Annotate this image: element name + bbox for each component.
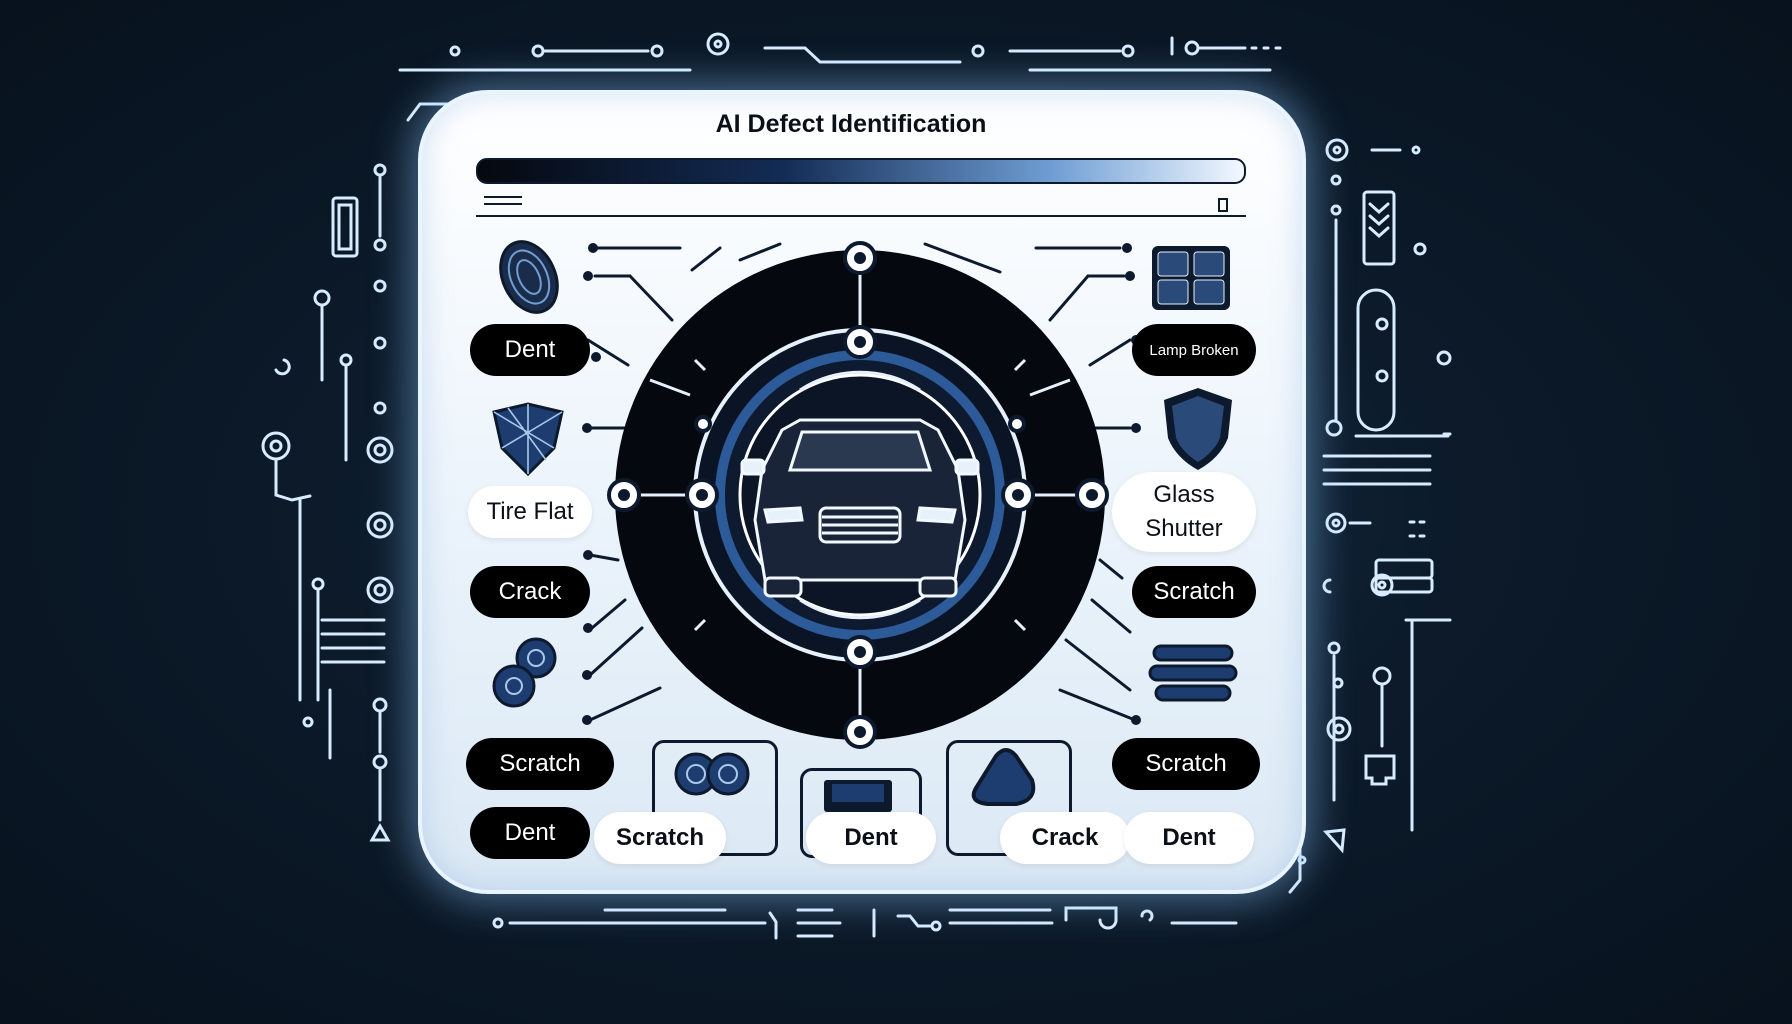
label-crack-bottom[interactable]: Crack (1000, 812, 1130, 864)
label-dent-bottom-right[interactable]: Dent (1124, 812, 1254, 864)
progress-bar (476, 158, 1246, 184)
shield-icon (1164, 388, 1232, 470)
window-resize-icon[interactable] (1218, 198, 1228, 212)
stacked-layers-icon (1148, 644, 1238, 702)
car-scanner-diagram (582, 241, 1141, 749)
grid-lamp-icon (1152, 246, 1230, 310)
label-scratch-bottom[interactable]: Scratch (594, 812, 726, 864)
label-glass-shutter-line2: Shutter (1145, 515, 1223, 542)
panel-icon (824, 780, 892, 812)
label-dent-bottom[interactable]: Dent (806, 812, 936, 864)
car-icon (740, 418, 980, 598)
page-title: AI Defect Identification (715, 110, 987, 138)
label-glass-shutter-line1: Glass (1153, 481, 1215, 508)
label-dent[interactable]: Dent (470, 324, 590, 376)
label-dent-bottom-left[interactable]: Dent (470, 807, 590, 859)
header-divider (476, 215, 1246, 217)
label-scratch-right[interactable]: Scratch (1132, 566, 1256, 618)
tire-cluster-icon (492, 637, 557, 708)
label-glass-shutter[interactable]: Glass Shutter (1112, 472, 1256, 552)
label-tire-flat[interactable]: Tire Flat (468, 486, 592, 538)
label-scratch-bottom-left[interactable]: Scratch (466, 738, 614, 790)
menu-icon[interactable] (484, 196, 522, 212)
crack-blob-icon (971, 748, 1036, 806)
shield-cracked-icon (492, 402, 564, 477)
label-scratch-bottom-right[interactable]: Scratch (1112, 738, 1260, 790)
label-lamp-broken[interactable]: Lamp Broken (1132, 324, 1256, 376)
label-crack[interactable]: Crack (470, 566, 590, 618)
dent-icon (499, 240, 559, 314)
tire-pair-icon (674, 752, 750, 796)
